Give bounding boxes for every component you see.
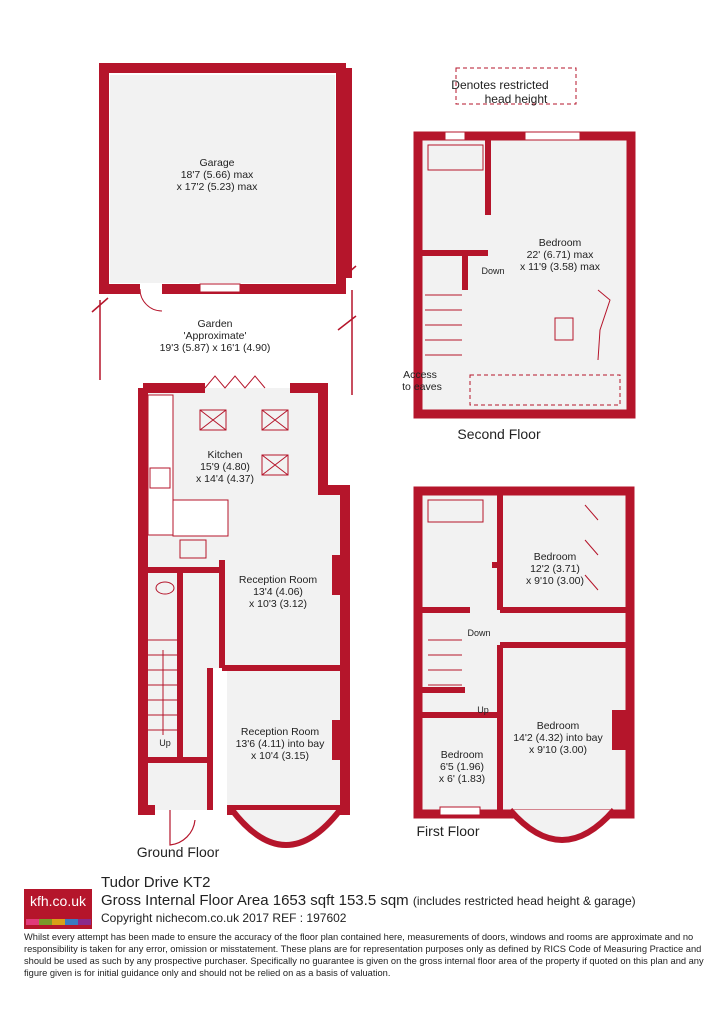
disclaimer-text: Whilst every attempt has been made to en…: [24, 932, 704, 978]
garage-window: [199, 283, 241, 293]
house-ground-floor: [143, 388, 345, 810]
garage-dim2: x 17'2 (5.23) max: [177, 181, 259, 193]
first-floor-label: First Floor: [417, 823, 480, 839]
second-floor-stairs: [425, 294, 462, 356]
logo-bar-2: [39, 919, 52, 925]
first-floor-fireplace: [612, 710, 626, 750]
hob: [149, 467, 171, 489]
garage-door-swing: [139, 288, 163, 312]
kitchen-name: Kitchen: [207, 449, 242, 461]
property-title: Tudor Drive KT2: [101, 874, 211, 891]
bath: [427, 499, 484, 523]
second-floor-window-1: [444, 131, 466, 141]
logo-bar-3: [52, 919, 65, 925]
garage-name: Garage: [199, 157, 234, 169]
bedroom-ff3-name: Bedroom: [441, 749, 484, 761]
fireplace-ground-1: [332, 555, 346, 595]
second-floor-window-2: [524, 131, 581, 141]
legend-line2: head height: [485, 92, 548, 106]
shower-tray: [427, 144, 484, 171]
first-floor-stairs: [428, 639, 462, 686]
logo-bar-1: [26, 919, 39, 925]
fireplace-ground-2: [332, 720, 346, 760]
legend-line1: Denotes restricted: [451, 78, 548, 92]
ground-bay-window: [229, 808, 343, 848]
second-floor-skylight: [554, 317, 574, 341]
second-floor-area: [422, 140, 627, 410]
kitchen-skylights: [199, 409, 289, 476]
bedroom-ff2-name: Bedroom: [537, 720, 580, 732]
first-floor-plan: [413, 486, 635, 843]
bedroom-top-name: Bedroom: [539, 237, 582, 249]
kitchen-dim1: 15'9 (4.80): [200, 461, 250, 473]
bedroom-ff3-dim2: x 6' (1.83): [439, 773, 485, 785]
bedroom-ff1-name: Bedroom: [534, 551, 577, 563]
ground-floor-label: Ground Floor: [137, 844, 220, 860]
bedroom-ff1-dim2: x 9'10 (3.00): [526, 575, 584, 587]
second-floor-wardrobe: [597, 289, 611, 361]
ground-floor-plan: [91, 63, 357, 848]
garden-name: Garden: [197, 318, 232, 330]
bedroom-ff2-dim2: x 9'10 (3.00): [529, 744, 587, 756]
first-floor-bay: [507, 808, 617, 843]
bedroom-top-dim2: x 11'9 (3.58) max: [520, 261, 601, 273]
bedroom-top-dim1: 22' (6.71) max: [527, 249, 595, 261]
first-floor-window: [439, 806, 481, 816]
access-line2: to eaves: [402, 381, 442, 393]
logo-bar-4: [65, 919, 78, 925]
first-floor-internal-walls: [422, 495, 626, 810]
reception2-name: Reception Room: [241, 726, 319, 738]
logo-text: kfh.co.uk: [29, 893, 87, 909]
garden-dim: 19'3 (5.87) x 16'1 (4.90): [160, 342, 271, 354]
reception2-dim2: x 10'4 (3.15): [251, 750, 309, 762]
wardrobe-doors: [584, 504, 599, 591]
kitchen-sink: [179, 539, 207, 559]
reception1-dim2: x 10'3 (3.12): [249, 598, 307, 610]
kitchen-dim2: x 14'4 (4.37): [196, 473, 254, 485]
copyright-line: Copyright nichecom.co.uk 2017 REF : 1976…: [101, 911, 347, 925]
floor-area: Gross Internal Floor Area 1653 sqft 153.…: [101, 892, 409, 909]
floor-area-note: (includes restricted head height & garag…: [412, 894, 636, 908]
floor-area-line: Gross Internal Floor Area 1653 sqft 153.…: [101, 892, 636, 909]
ground-wc: [155, 581, 175, 595]
front-door: [169, 810, 196, 846]
garden-gate: [91, 265, 357, 331]
garden-note: 'Approximate': [184, 330, 247, 342]
reception1-name: Reception Room: [239, 574, 317, 586]
first-floor-area: [422, 495, 626, 810]
second-floor-internal-walls: [422, 140, 491, 290]
first-down-label: Down: [467, 628, 490, 638]
bedroom-ff2-dim1: 14'2 (4.32) into bay: [513, 732, 603, 744]
reception1-dim1: 13'4 (4.06): [253, 586, 303, 598]
garage-dim1: 18'7 (5.66) max: [181, 169, 254, 181]
garage-floor: [110, 75, 335, 283]
second-floor-label: Second Floor: [457, 426, 541, 442]
bifold-doors: [204, 375, 266, 389]
internal-walls-ground: [143, 560, 345, 810]
garden-boundary: [99, 290, 353, 395]
garage-door-gap: [140, 284, 162, 294]
logo-bar-5: [78, 919, 91, 925]
second-floor-plan: [413, 131, 636, 419]
kfh-logo: kfh.co.uk: [24, 889, 92, 929]
bedroom-ff1-dim1: 12'2 (3.71): [530, 563, 580, 575]
bedroom-ff3-dim1: 6'5 (1.96): [440, 761, 484, 773]
kitchen-counter: [147, 394, 174, 536]
access-line1: Access: [403, 369, 437, 381]
reception2-dim1: 13'6 (4.11) into bay: [236, 738, 326, 750]
first-up-label: Up: [477, 705, 489, 715]
kitchen-island: [172, 499, 229, 537]
garage-side-wall: [342, 68, 352, 278]
second-down-label: Down: [481, 266, 504, 276]
ground-up-label: Up: [159, 738, 171, 748]
ground-stairs: [148, 639, 178, 735]
second-floor-restricted-area: [469, 374, 621, 406]
restricted-legend-box: [455, 67, 577, 105]
